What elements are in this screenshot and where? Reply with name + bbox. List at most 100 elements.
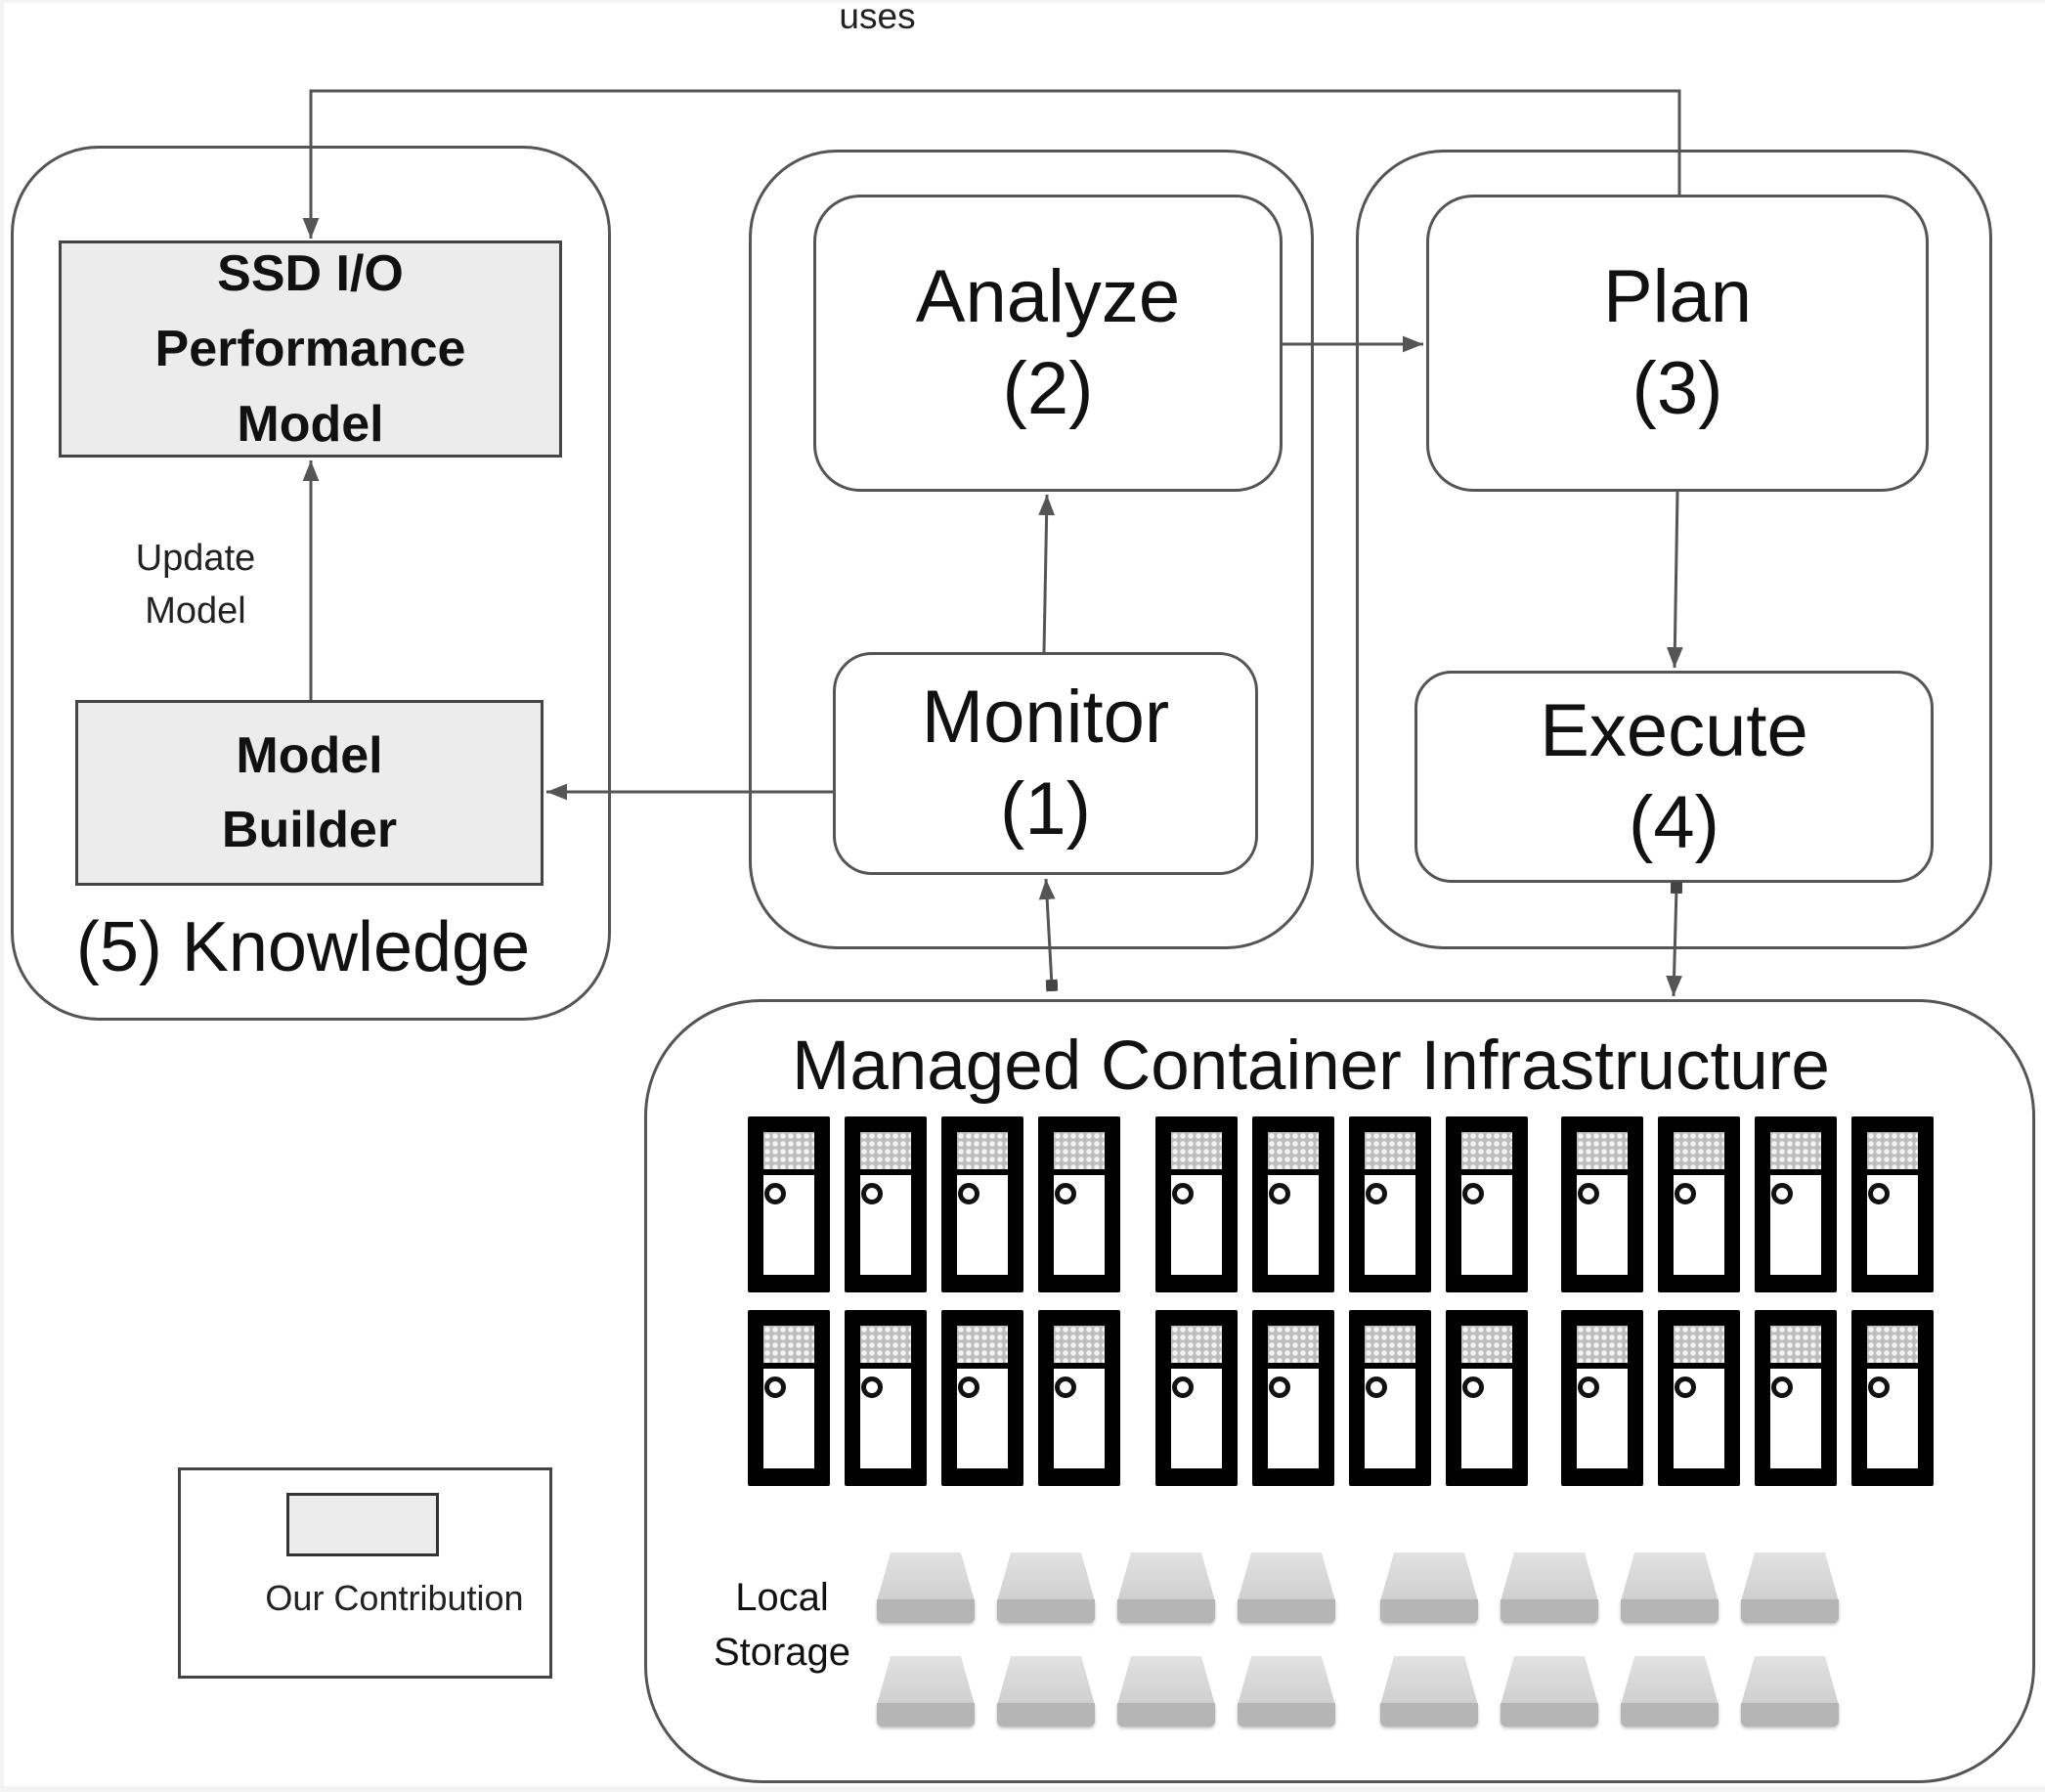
server-vent xyxy=(1674,1326,1724,1363)
server-power-led xyxy=(1366,1377,1387,1398)
execute-number: (4) xyxy=(1629,780,1719,864)
disk-front xyxy=(1741,1703,1839,1726)
server-vent xyxy=(860,1326,911,1363)
server-power-led xyxy=(1868,1377,1890,1398)
server-vent xyxy=(957,1132,1008,1169)
hard-disk-icon xyxy=(1380,1656,1478,1726)
model-builder-line-1: Model xyxy=(236,727,383,784)
ssd-model-line-1: SSD I/O xyxy=(217,244,404,302)
server-vent xyxy=(1461,1326,1512,1363)
analyze-box[interactable]: Analyze (2) xyxy=(813,195,1283,492)
server-icon xyxy=(845,1310,927,1486)
hard-disk-icon xyxy=(1741,1656,1839,1726)
server-power-led xyxy=(1578,1183,1599,1204)
server-power-led xyxy=(1172,1377,1194,1398)
hard-disk-icon xyxy=(1501,1656,1598,1726)
disk-top xyxy=(1501,1656,1598,1705)
local-storage-line-2: Storage xyxy=(713,1631,851,1674)
server-icon xyxy=(1851,1310,1934,1486)
server-icon xyxy=(1755,1116,1837,1292)
disk-front xyxy=(1380,1703,1478,1726)
server-vent xyxy=(1054,1132,1105,1169)
disk-front xyxy=(877,1599,975,1623)
server-vent xyxy=(1268,1326,1319,1363)
hard-disk-icon xyxy=(1501,1552,1598,1623)
disk-top xyxy=(877,1552,975,1601)
server-icon xyxy=(1349,1310,1431,1486)
server-icon xyxy=(1658,1310,1740,1486)
analyze-number: (2) xyxy=(1002,347,1094,430)
disk-top xyxy=(1621,1552,1719,1601)
server-power-led xyxy=(1172,1183,1194,1204)
hard-disk-icon xyxy=(1238,1656,1335,1726)
page-border-left xyxy=(0,0,4,1792)
server-icon xyxy=(1155,1310,1238,1486)
disk-top xyxy=(1621,1656,1719,1705)
server-icon xyxy=(1658,1116,1740,1292)
disk-top xyxy=(877,1656,975,1705)
server-vent xyxy=(1054,1326,1105,1363)
disk-front xyxy=(997,1703,1095,1726)
server-power-led xyxy=(861,1377,883,1398)
plan-title: Plan xyxy=(1602,255,1753,338)
server-power-led xyxy=(1578,1377,1599,1398)
server-power-led xyxy=(764,1183,786,1204)
update-model-label: Update Model xyxy=(108,532,283,637)
ssd-model-line-2: Performance xyxy=(154,320,466,377)
hard-disk-icon xyxy=(877,1552,975,1623)
server-icon xyxy=(1155,1116,1238,1292)
update-model-line-2: Model xyxy=(145,590,246,632)
hard-disk-icon xyxy=(997,1552,1095,1623)
disk-top xyxy=(997,1552,1095,1601)
disk-front xyxy=(1117,1599,1215,1623)
server-icon xyxy=(1252,1310,1334,1486)
monitor-box[interactable]: Monitor (1) xyxy=(833,652,1258,875)
plan-number: (3) xyxy=(1632,347,1723,430)
server-vent xyxy=(1268,1132,1319,1169)
disk-front xyxy=(1621,1703,1719,1726)
hard-disk-icon xyxy=(877,1656,975,1726)
disk-front xyxy=(877,1703,975,1726)
server-icon xyxy=(1561,1116,1643,1292)
server-vent xyxy=(1461,1132,1512,1169)
model-builder-box[interactable]: Model Builder xyxy=(75,700,544,886)
server-icon xyxy=(1038,1116,1120,1292)
server-power-led xyxy=(1269,1377,1290,1398)
server-vent xyxy=(1867,1132,1918,1169)
disk-top xyxy=(1741,1552,1839,1601)
disk-top xyxy=(1741,1656,1839,1705)
disk-front xyxy=(1621,1599,1719,1623)
server-power-led xyxy=(861,1183,883,1204)
plan-box[interactable]: Plan (3) xyxy=(1426,195,1929,492)
server-icon xyxy=(748,1310,830,1486)
legend-label: Our Contribution xyxy=(265,1578,524,1618)
disk-front xyxy=(1238,1599,1335,1623)
disk-front xyxy=(1380,1599,1478,1623)
legend-contribution-swatch xyxy=(286,1493,439,1556)
server-vent xyxy=(1770,1132,1821,1169)
server-vent xyxy=(763,1132,814,1169)
monitor-number: (1) xyxy=(1000,767,1091,851)
disk-top xyxy=(1117,1552,1215,1601)
disk-top xyxy=(1380,1656,1478,1705)
disk-front xyxy=(1117,1703,1215,1726)
server-icon xyxy=(748,1116,830,1292)
server-power-led xyxy=(1055,1183,1076,1204)
infrastructure-title: Managed Container Infrastructure xyxy=(792,1027,1830,1105)
server-power-led xyxy=(1269,1183,1290,1204)
execute-box[interactable]: Execute (4) xyxy=(1414,671,1934,883)
hard-disk-icon xyxy=(1238,1552,1335,1623)
server-power-led xyxy=(1462,1377,1484,1398)
uses-edge-label: uses xyxy=(839,0,916,36)
server-icon xyxy=(1349,1116,1431,1292)
server-power-led xyxy=(1462,1183,1484,1204)
disk-top xyxy=(1380,1552,1478,1601)
page-border-top xyxy=(0,0,2045,3)
server-icon xyxy=(1446,1310,1528,1486)
model-builder-line-2: Builder xyxy=(221,802,398,858)
ssd-io-performance-model-box[interactable]: SSD I/O Performance Model xyxy=(59,240,562,458)
server-icon xyxy=(1561,1310,1643,1486)
disk-top xyxy=(1238,1552,1335,1601)
server-vent xyxy=(1867,1326,1918,1363)
hard-disk-icon xyxy=(997,1656,1095,1726)
